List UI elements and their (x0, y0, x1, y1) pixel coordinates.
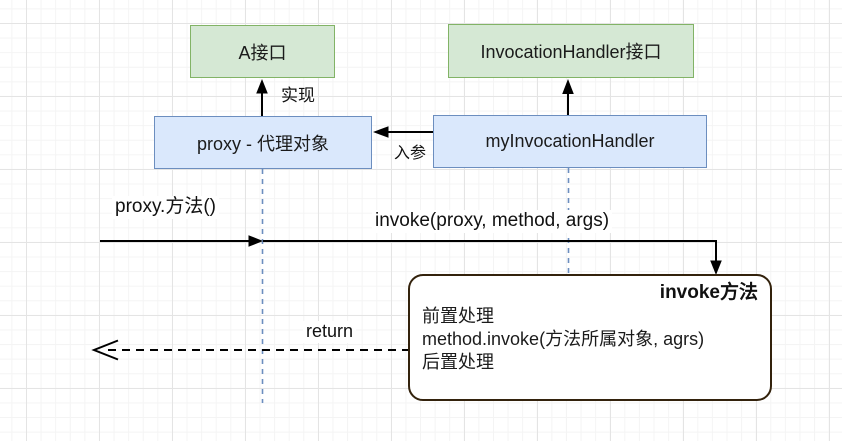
arrowhead-down-icon (710, 260, 722, 275)
label-implements: 实现 (281, 86, 315, 105)
invoke-box-line-call: method.invoke(方法所属对象, agrs) (422, 329, 705, 349)
arrowhead-up-icon (562, 79, 574, 94)
arrowhead-right-icon (248, 235, 263, 247)
invoke-method-box-title: invoke方法 (659, 282, 758, 303)
node-proxy-object-label: proxy - 代理对象 (196, 133, 329, 154)
edge-input-arg[interactable] (373, 126, 433, 138)
edge-proxy-method-call[interactable] (100, 235, 263, 247)
invoke-box-line-pre: 前置处理 (422, 306, 494, 326)
arrowhead-open-left-icon (91, 339, 119, 361)
node-my-invocation-handler[interactable]: myInvocationHandler (433, 115, 707, 168)
invoke-box-line-post: 后置处理 (422, 352, 494, 372)
node-interface-invocation-handler-label: InvocationHandler接口 (480, 42, 662, 62)
node-interface-a[interactable]: A接口 (190, 25, 335, 78)
label-proxy-method-call: proxy.方法() (112, 196, 219, 219)
label-input-arg: 入参 (394, 145, 427, 162)
edge-return[interactable] (91, 339, 410, 361)
edge-proxy-implements[interactable] (256, 79, 268, 116)
node-interface-invocation-handler[interactable]: InvocationHandler接口 (448, 24, 694, 78)
label-invoke-call: invoke(proxy, method, args) (372, 210, 613, 233)
arrowhead-left-icon (373, 126, 389, 138)
edge-handler-implements[interactable] (562, 79, 574, 115)
invoke-method-box[interactable]: invoke方法 前置处理 method.invoke(方法所属对象, agrs… (408, 274, 772, 401)
node-proxy-object[interactable]: proxy - 代理对象 (154, 116, 372, 169)
label-return: return (303, 321, 357, 343)
arrowhead-up-icon (256, 79, 268, 94)
node-interface-a-label: A接口 (238, 42, 287, 63)
edge-invoke-call[interactable] (263, 240, 722, 275)
node-my-invocation-handler-label: myInvocationHandler (485, 131, 655, 151)
